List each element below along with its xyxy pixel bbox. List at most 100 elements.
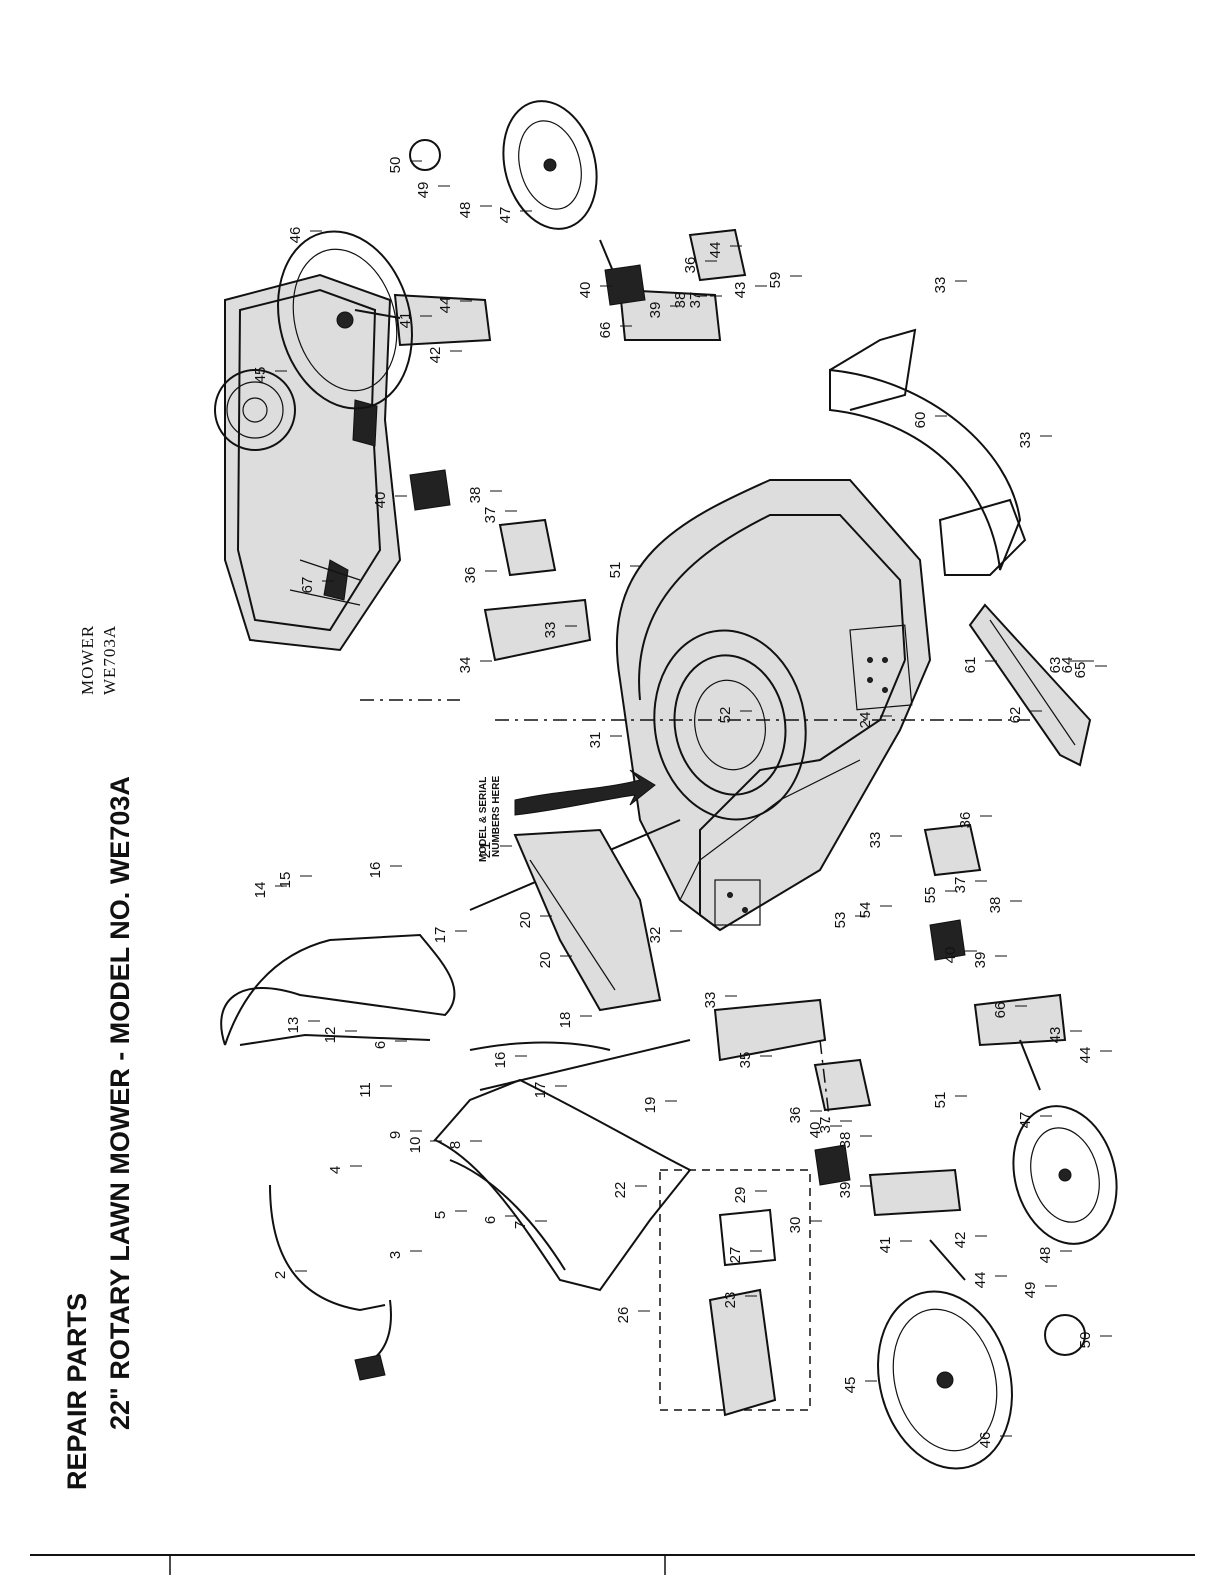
callout-45b: 45 — [842, 1377, 859, 1394]
callout-17b: 17 — [532, 1082, 549, 1099]
callout-15: 15 — [277, 872, 294, 889]
callout-36c: 36 — [957, 812, 974, 829]
callout-8: 8 — [447, 1141, 464, 1149]
callout-65: 65 — [1072, 662, 1089, 679]
callout-20b: 20 — [537, 952, 554, 969]
callout-44a: 44 — [437, 297, 454, 314]
hubcap-top — [409, 139, 441, 171]
callout-33c: 33 — [867, 832, 884, 849]
bracket-centerline — [819, 1039, 831, 1126]
callout-37c: 37 — [952, 877, 969, 894]
callout-23: 23 — [722, 1292, 739, 1309]
callout-20a: 20 — [517, 912, 534, 929]
callout-50a: 50 — [387, 157, 404, 174]
callout-5: 5 — [432, 1211, 449, 1219]
callout-66b: 66 — [992, 1002, 1009, 1019]
callout-44b: 44 — [707, 242, 724, 259]
callout-24: 24 — [857, 712, 874, 729]
callout-47a: 47 — [497, 207, 514, 224]
rear-door — [513, 828, 662, 1012]
callout-16b: 16 — [492, 1052, 509, 1069]
callout-40a: 40 — [372, 492, 389, 509]
callout-10: 10 — [407, 1137, 424, 1154]
hubcap-bottom — [1044, 1314, 1086, 1356]
callout-22: 22 — [612, 1182, 629, 1199]
callout-12: 12 — [322, 1027, 339, 1044]
wheel-rear-right — [1012, 1105, 1118, 1245]
callout-16a: 16 — [367, 862, 384, 879]
callout-6a: 6 — [372, 1041, 389, 1049]
discharge-chute — [659, 1169, 811, 1417]
height-brackets — [483, 598, 827, 1062]
height-adjusters — [409, 228, 982, 1186]
callout-55: 55 — [922, 887, 939, 904]
callout-29: 29 — [732, 1187, 749, 1204]
callout-40c: 40 — [942, 947, 959, 964]
callout-46a: 46 — [287, 227, 304, 244]
callout-40d: 40 — [807, 1122, 824, 1139]
callout-43a: 43 — [732, 282, 749, 299]
callout-53: 53 — [832, 912, 849, 929]
axle-plates — [354, 239, 1067, 1281]
callout-42a: 42 — [427, 347, 444, 364]
mower-deck — [615, 479, 932, 932]
callout-11: 11 — [357, 1082, 374, 1098]
callout-33d: 33 — [932, 277, 949, 294]
callout-19: 19 — [642, 1097, 659, 1114]
callout-26: 26 — [615, 1307, 632, 1324]
callout-36b: 36 — [682, 257, 699, 274]
callout-33a: 33 — [542, 622, 559, 639]
callout-36a: 36 — [462, 567, 479, 584]
callout-18: 18 — [557, 1012, 574, 1029]
callout-3: 3 — [387, 1251, 404, 1259]
callout-38d: 38 — [837, 1132, 854, 1149]
engine-assembly — [214, 273, 402, 652]
callout-30: 30 — [787, 1217, 804, 1234]
callout-54: 54 — [857, 902, 874, 919]
callout-9: 9 — [387, 1131, 404, 1139]
callout-48b: 48 — [1037, 1247, 1054, 1264]
callout-43b: 43 — [1047, 1027, 1064, 1044]
callout-21: 21 — [477, 842, 494, 859]
blade — [968, 603, 1092, 767]
callout-62: 62 — [1007, 707, 1024, 724]
callout-50b: 50 — [1077, 1332, 1094, 1349]
callout-60: 60 — [912, 412, 929, 429]
callout-17a: 17 — [432, 927, 449, 944]
wheel-front-left — [277, 230, 413, 410]
wheel-front-right — [877, 1290, 1013, 1470]
callout-35: 35 — [737, 1052, 754, 1069]
callout-33e: 33 — [1017, 432, 1034, 449]
callout-37a: 37 — [482, 507, 499, 524]
callout-4: 4 — [327, 1166, 344, 1174]
callout-39a: 39 — [647, 302, 664, 319]
serial-arrow — [514, 769, 656, 816]
rear-baffle — [829, 328, 1027, 576]
callout-42b: 42 — [952, 1232, 969, 1249]
callout-7: 7 — [512, 1221, 529, 1229]
callout-44d: 44 — [972, 1272, 989, 1289]
callout-6b: 6 — [482, 1216, 499, 1224]
callout-36d: 36 — [787, 1107, 804, 1124]
callout-40b: 40 — [577, 282, 594, 299]
callout-27: 27 — [727, 1247, 744, 1264]
callout-47b: 47 — [1017, 1112, 1034, 1129]
callout-37d: 37 — [817, 1117, 834, 1134]
callout-31: 31 — [587, 732, 604, 749]
callout-41b: 41 — [877, 1237, 894, 1254]
callout-39c: 39 — [837, 1182, 854, 1199]
callout-46b: 46 — [977, 1432, 994, 1449]
callout-32: 32 — [647, 927, 664, 944]
callout-64: 64 — [1059, 657, 1076, 674]
callout-39b: 39 — [972, 952, 989, 969]
callout-49a: 49 — [415, 182, 432, 199]
callout-52: 52 — [717, 707, 734, 724]
callout-45a: 45 — [252, 367, 269, 384]
callout-44c: 44 — [1077, 1047, 1094, 1064]
callout-13: 13 — [285, 1017, 302, 1034]
callout-48a: 48 — [457, 202, 474, 219]
callout-51a: 51 — [607, 562, 624, 579]
callout-labels: 2345667891011121314151616171718192020212… — [252, 157, 1112, 1449]
callout-59: 59 — [767, 272, 784, 289]
